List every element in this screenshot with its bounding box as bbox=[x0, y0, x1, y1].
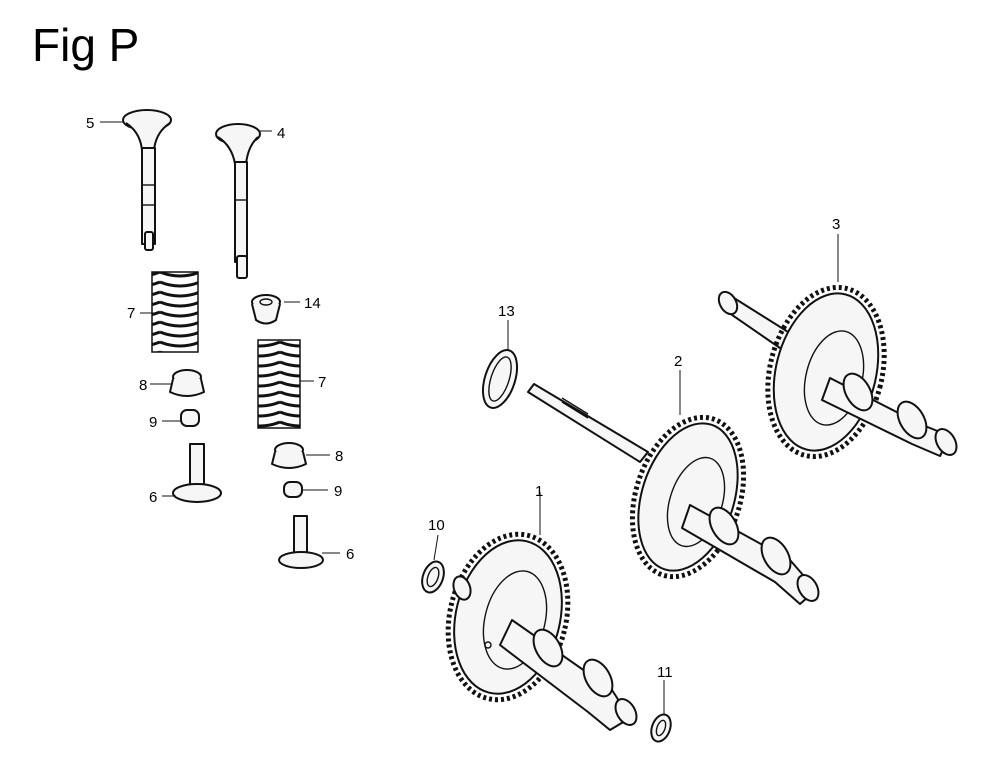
valve-retainer-left-8 bbox=[169, 369, 205, 397]
camshaft-assembly-1 bbox=[445, 531, 638, 731]
callout-8-right: 8 bbox=[335, 448, 343, 465]
valve-spring-left-7 bbox=[151, 271, 199, 353]
callout-6-right: 6 bbox=[346, 546, 354, 563]
callout-9-left: 9 bbox=[149, 414, 157, 431]
callout-3: 3 bbox=[832, 216, 840, 233]
leader-lines bbox=[100, 121, 839, 714]
callout-11: 11 bbox=[657, 664, 673, 681]
washer-13 bbox=[481, 349, 519, 409]
callout-7-left: 7 bbox=[127, 305, 135, 322]
callout-1: 1 bbox=[535, 483, 543, 500]
callout-4: 4 bbox=[277, 125, 285, 142]
washer-11 bbox=[650, 713, 672, 743]
callouts: 5 4 3 2 1 13 7 7 14 8 8 9 9 6 6 10 11 bbox=[86, 115, 840, 681]
callout-2: 2 bbox=[674, 353, 682, 370]
valve-spring-right-7 bbox=[257, 339, 301, 429]
callout-5: 5 bbox=[86, 115, 94, 132]
callout-8-left: 8 bbox=[139, 377, 147, 394]
callout-10: 10 bbox=[428, 517, 445, 534]
valve-lifter-left-6 bbox=[172, 443, 222, 503]
camshaft-assembly-2 bbox=[527, 383, 820, 605]
callout-13: 13 bbox=[498, 303, 515, 320]
callout-6-left: 6 bbox=[149, 489, 157, 506]
washer-10 bbox=[421, 560, 445, 594]
valve-keeper-right-9 bbox=[283, 481, 303, 498]
valve-retainer-right-8 bbox=[271, 442, 307, 469]
valve-lifter-right-6 bbox=[278, 515, 324, 569]
valve-retainer-14 bbox=[251, 294, 281, 325]
valve-exhaust-5 bbox=[122, 109, 172, 251]
valve-keeper-left-9 bbox=[180, 409, 200, 427]
figure-title: Fig P bbox=[32, 19, 140, 71]
camshaft-assembly-3 bbox=[717, 284, 958, 460]
callout-7-right: 7 bbox=[318, 374, 326, 391]
callout-14: 14 bbox=[304, 295, 321, 312]
callout-9-right: 9 bbox=[334, 483, 342, 500]
valve-intake-4 bbox=[215, 123, 261, 279]
